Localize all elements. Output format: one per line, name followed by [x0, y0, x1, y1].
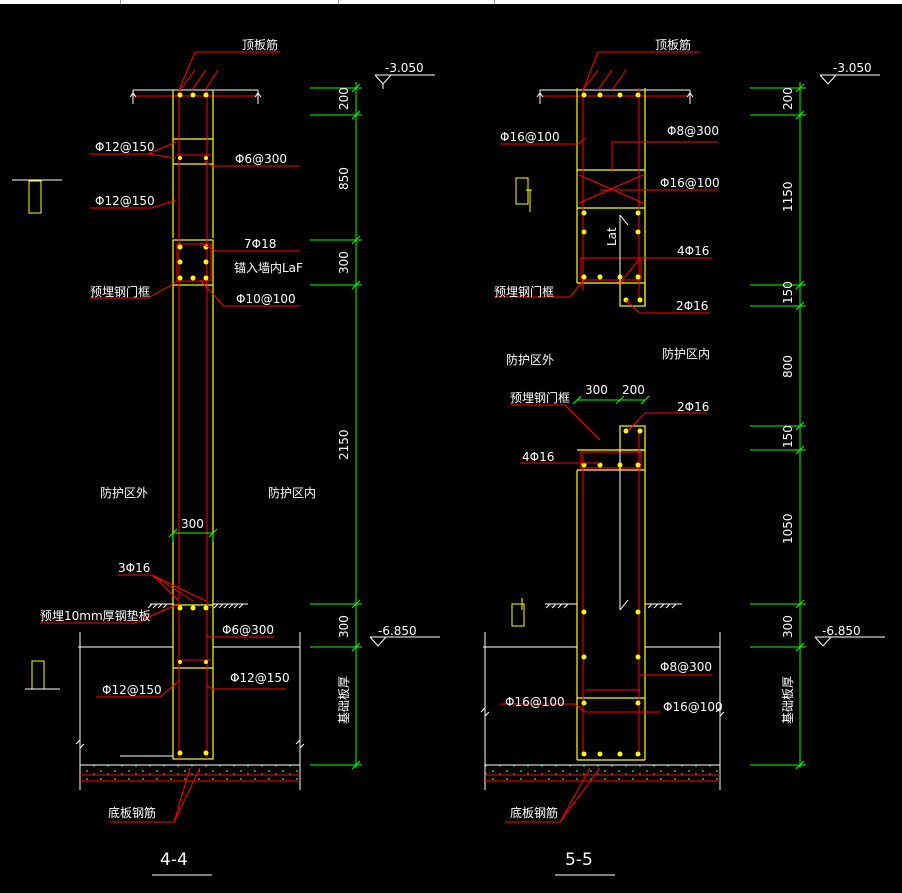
dimension-chain [168, 82, 362, 770]
top-slab [536, 89, 694, 104]
dim-value: 850 [337, 167, 351, 190]
top-slab-label: 顶板筋 [242, 37, 278, 52]
callout-phi12-150-b: Φ12@150 [95, 194, 155, 208]
wall-outline [172, 90, 214, 760]
top-slab [129, 89, 262, 104]
callout-phi6-300-b: Φ6@300 [222, 623, 274, 637]
section-symbols [511, 177, 532, 627]
callout-4phi16-b: 4Φ16 [522, 450, 554, 464]
elevation-markers [369, 74, 440, 647]
callout-phi16-100-b: Φ16@100 [660, 176, 720, 190]
dimension-values-5-5: 200 1150 150 800 150 1050 300 基础板厚 [781, 87, 795, 724]
callout-4phi16-a: 4Φ16 [677, 244, 709, 258]
callout-phi12-150-c: Φ12@150 [230, 671, 290, 685]
section-4-4: 顶板筋 -3.050 -6.850 Φ12@150 Φ6@300 Φ12@150… [12, 37, 440, 876]
callout-anchor: 锚入墙内LaF [234, 260, 303, 275]
elevation-top: -3.050 [385, 61, 424, 75]
dim-value: 300 [337, 251, 351, 274]
dimension-chain [572, 82, 806, 770]
dim-value: 200 [337, 87, 351, 110]
wall-rebar [578, 88, 644, 755]
dim-value: 150 [781, 425, 795, 448]
elevation-top: -3.050 [833, 61, 872, 75]
callout-phi10-100: Φ10@100 [236, 292, 296, 306]
foundation-thickness-label: 基础板厚 [781, 676, 795, 724]
protection-outside-label: 防护区外 [506, 352, 554, 367]
dim-value: 2150 [337, 429, 351, 460]
protection-inside-label: 防护区内 [662, 346, 710, 361]
rebar-dots [177, 92, 209, 756]
section-5-5: 顶板筋 -3.050 -6.850 Φ16@100 Φ8@300 Φ16@100… [480, 37, 885, 876]
lat-label: Lat [605, 227, 619, 246]
leader-lines [40, 51, 300, 823]
section-5-5-labels: 顶板筋 -3.050 -6.850 Φ16@100 Φ8@300 Φ16@100… [494, 37, 872, 870]
callout-steel-plate: 预埋10mm厚钢垫板 [40, 608, 151, 623]
top-bar-segment [120, 0, 339, 4]
callout-phi12-150-d: Φ12@150 [102, 683, 162, 697]
callout-phi8-300-b: Φ8@300 [660, 660, 712, 674]
callout-7phi18: 7Φ18 [244, 237, 276, 251]
top-slab-label: 顶板筋 [655, 37, 691, 52]
protection-inside-label: 防护区内 [268, 485, 316, 500]
foundation-thickness-label: 基础板厚 [337, 676, 351, 724]
callout-phi8-300-a: Φ8@300 [667, 124, 719, 138]
elevation-bottom: -6.850 [822, 624, 861, 638]
section-title-5-5: 5-5 [565, 850, 593, 870]
callout-3phi16: 3Φ16 [118, 561, 150, 575]
width-200: 200 [622, 383, 645, 397]
callout-phi16-100-c: Φ16@100 [505, 695, 565, 709]
callout-door-frame-b: 预埋钢门框 [510, 390, 570, 405]
foundation [75, 632, 305, 790]
ground-line [147, 603, 248, 609]
top-bar-segment [0, 0, 121, 4]
leader-lines [494, 51, 718, 823]
dim-value: 300 [337, 615, 351, 638]
bottom-slab-label: 底板钢筋 [108, 805, 156, 820]
top-bar-segment [338, 0, 495, 4]
elevation-bottom: -6.850 [378, 624, 417, 638]
callout-2phi16-b: 2Φ16 [677, 400, 709, 414]
foundation [480, 632, 725, 790]
dimension-values-4-4: 200 850 300 2150 300 基础板厚 [337, 87, 351, 724]
callout-door-frame: 预埋钢门框 [90, 284, 150, 299]
window-top-bar [0, 0, 902, 4]
rebar-dots [581, 92, 643, 757]
dim-value: 150 [781, 281, 795, 304]
dim-value: 1050 [781, 513, 795, 544]
callout-phi6-300-a: Φ6@300 [235, 152, 287, 166]
wall-outline [576, 88, 646, 761]
elevation-markers [814, 74, 885, 647]
dim-value: 1150 [781, 181, 795, 212]
wall-width-dim: 300 [181, 517, 204, 531]
section-4-4-labels: 顶板筋 -3.050 -6.850 Φ12@150 Φ6@300 Φ12@150… [40, 37, 424, 870]
callout-phi12-150-a: Φ12@150 [95, 140, 155, 154]
dim-value: 800 [781, 355, 795, 378]
protection-outside-label: 防护区外 [100, 485, 148, 500]
callout-2phi16-a: 2Φ16 [676, 299, 708, 313]
callout-phi16-100-d: Φ16@100 [663, 700, 723, 714]
section-title-4-4: 4-4 [160, 850, 188, 870]
wall-rebar [176, 90, 212, 759]
cad-drawing[interactable]: 顶板筋 -3.050 -6.850 Φ12@150 Φ6@300 Φ12@150… [0, 4, 902, 893]
section-symbols [12, 179, 62, 690]
callout-door-frame-a: 预埋钢门框 [494, 284, 554, 299]
ground-line [545, 603, 682, 609]
callout-phi16-100-a: Φ16@100 [500, 130, 560, 144]
width-300: 300 [585, 383, 608, 397]
bottom-slab-label: 底板钢筋 [510, 805, 558, 820]
dim-value: 300 [781, 615, 795, 638]
dim-value: 200 [781, 87, 795, 110]
